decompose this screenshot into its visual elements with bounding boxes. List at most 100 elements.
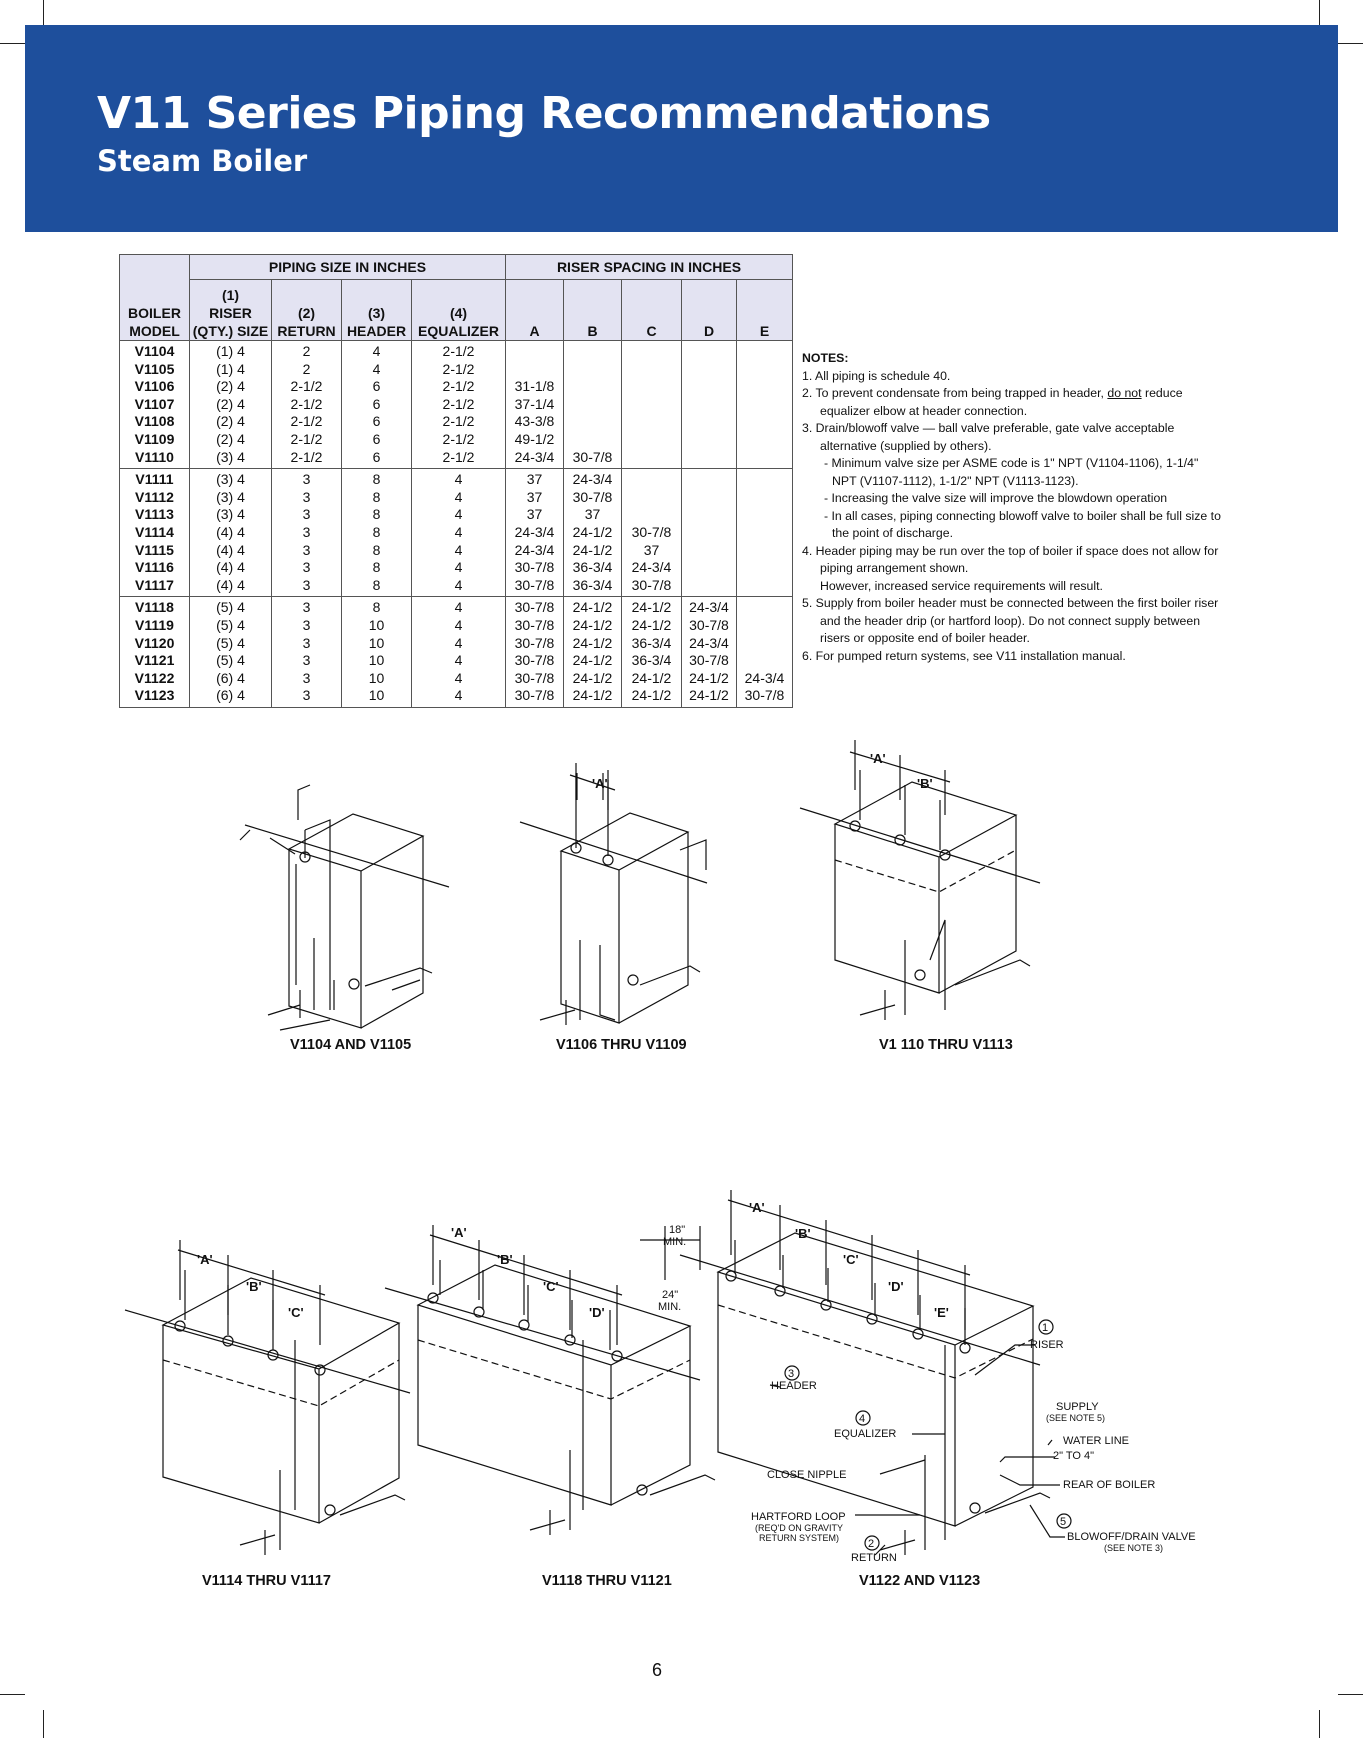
dim-a-label: 'A' bbox=[592, 776, 608, 791]
return-cell: 3 3 3 3 3 3 3 bbox=[271, 468, 342, 598]
return-cell: 2 2 2-1/2 2-1/2 2-1/2 2-1/2 2-1/2 bbox=[271, 339, 342, 470]
group-riser-header: RISER SPACING IN INCHES bbox=[505, 254, 793, 280]
diagram-caption: V1106 THRU V1109 bbox=[556, 1037, 687, 1053]
dim-b-label: 'B' bbox=[795, 1226, 811, 1241]
supply-note: (SEE NOTE 5) bbox=[1046, 1413, 1105, 1423]
header-cell: 8 10 10 10 10 10 bbox=[341, 596, 412, 708]
col-riser-header: (1) RISER (QTY.) SIZE bbox=[189, 279, 272, 341]
crop-mark bbox=[1338, 1694, 1363, 1695]
diagram-caption: V1104 AND V1105 bbox=[290, 1037, 412, 1053]
boiler-diagram-v1104 bbox=[239, 784, 450, 1031]
dim-e-label: 'E' bbox=[934, 1305, 949, 1320]
note-4: 4. Header piping may be run over the top… bbox=[802, 543, 1219, 576]
riser-cell: (1) 4 (1) 4 (2) 4 (2) 4 (2) 4 (2) 4 (3) … bbox=[189, 339, 272, 470]
diagram-caption: V1 110 THRU V1113 bbox=[879, 1037, 1013, 1053]
close-nipple-label: CLOSE NIPPLE bbox=[767, 1469, 846, 1481]
dimension-lines bbox=[177, 740, 971, 1345]
dim-d-label: 'D' bbox=[888, 1279, 904, 1294]
callout-2: 2 bbox=[868, 1538, 874, 1550]
supply-label: SUPPLY bbox=[1056, 1401, 1099, 1413]
col-header-header: (3) HEADER bbox=[341, 279, 412, 341]
note-2-text-end: reduce bbox=[1145, 386, 1183, 400]
riser-cell: (3) 4 (3) 4 (3) 4 (4) 4 (4) 4 (4) 4 (4) … bbox=[189, 468, 272, 598]
crop-mark bbox=[0, 43, 25, 44]
a-cell: 30-7/8 30-7/8 30-7/8 30-7/8 30-7/8 30-7/… bbox=[505, 596, 564, 708]
dim-b-label: 'B' bbox=[917, 776, 933, 791]
note-2: 2. To prevent condensate from being trap… bbox=[802, 385, 1222, 403]
model-cell: V1104 V1105 V1106 V1107 V1108 V1109 V111… bbox=[119, 339, 190, 470]
col-c-header: C bbox=[621, 279, 682, 341]
col-e-header: E bbox=[736, 279, 793, 341]
table-row-group: V1104 V1105 V1106 V1107 V1108 V1109 V111… bbox=[119, 339, 793, 470]
return-cell: 3 3 3 3 3 3 bbox=[271, 596, 342, 708]
crop-mark bbox=[1319, 1710, 1320, 1738]
boiler-diagram-v1110 bbox=[799, 770, 1041, 1020]
c-cell: 24-1/2 24-1/2 36-3/4 36-3/4 24-1/2 24-1/… bbox=[621, 596, 682, 708]
min-18-value: 18" bbox=[669, 1224, 685, 1236]
model-cell: V1111 V1112 V1113 V1114 V1115 V1116 V111… bbox=[119, 468, 190, 598]
crop-mark bbox=[0, 1694, 25, 1695]
table-row-group: V1118 V1119 V1120 V1121 V1122 V1123 (5) … bbox=[119, 596, 793, 708]
e-cell: 24-3/4 30-7/8 bbox=[736, 596, 793, 708]
dim-d-label: 'D' bbox=[589, 1305, 605, 1320]
diagram-caption: V1118 THRU V1121 bbox=[542, 1573, 672, 1589]
model-cell: V1118 V1119 V1120 V1121 V1122 V1123 bbox=[119, 596, 190, 708]
dim-c-label: 'C' bbox=[543, 1279, 559, 1294]
equalizer-cell: 4 4 4 4 4 4 bbox=[411, 596, 506, 708]
callout-5: 5 bbox=[1060, 1516, 1066, 1528]
note-2-continued: equalizer elbow at header connection. bbox=[820, 403, 1028, 418]
note-6: 6. For pumped return systems, see V11 in… bbox=[802, 648, 1126, 663]
callout-1: 1 bbox=[1042, 1322, 1048, 1334]
page-number: 6 bbox=[652, 1660, 663, 1680]
note-3-sub-c: - In all cases, piping connecting blowof… bbox=[824, 508, 1221, 541]
d-cell bbox=[681, 468, 737, 598]
b-cell: 24-3/4 30-7/8 37 24-1/2 24-1/2 36-3/4 36… bbox=[563, 468, 622, 598]
col-b-header: B bbox=[563, 279, 622, 341]
dim-a-label: 'A' bbox=[451, 1225, 467, 1240]
water-line-range: 2" TO 4" bbox=[1053, 1450, 1094, 1462]
dim-a-label: 'A' bbox=[870, 751, 886, 766]
boiler-diagram-v1122 bbox=[679, 1232, 1072, 1556]
min-24-value: 24" bbox=[662, 1289, 678, 1301]
b-cell: 30-7/8 bbox=[563, 339, 622, 470]
equalizer-cell: 2-1/2 2-1/2 2-1/2 2-1/2 2-1/2 2-1/2 2-1/… bbox=[411, 339, 506, 470]
col-a-header: A bbox=[505, 279, 564, 341]
col-return-header: (2) RETURN bbox=[271, 279, 342, 341]
note-4-continued: However, increased service requirements … bbox=[820, 578, 1103, 593]
d-cell: 24-3/4 30-7/8 24-3/4 30-7/8 24-1/2 24-1/… bbox=[681, 596, 737, 708]
c-cell: 30-7/8 37 24-3/4 30-7/8 bbox=[621, 468, 682, 598]
boiler-diagram-v1114 bbox=[124, 1270, 411, 1555]
page-title: V11 Series Piping Recommendations bbox=[97, 88, 991, 139]
blowoff-valve-note: (SEE NOTE 3) bbox=[1104, 1543, 1163, 1553]
notes-block: NOTES: 1. All piping is schedule 40. 2. … bbox=[802, 350, 1222, 665]
riser-label: RISER bbox=[1030, 1339, 1064, 1351]
header-cell: 8 8 8 8 8 8 8 bbox=[341, 468, 412, 598]
equalizer-cell: 4 4 4 4 4 4 4 bbox=[411, 468, 506, 598]
note-5: 5. Supply from boiler header must be con… bbox=[802, 596, 1219, 645]
e-cell bbox=[736, 468, 793, 598]
rear-of-boiler-label: REAR OF BOILER bbox=[1063, 1479, 1155, 1491]
piping-table: BOILER MODEL PIPING SIZE IN INCHES RISER… bbox=[119, 254, 793, 708]
table-row-group: V1111 V1112 V1113 V1114 V1115 V1116 V111… bbox=[119, 468, 793, 598]
boiler-diagram-v1106 bbox=[519, 773, 708, 1025]
crop-mark bbox=[1338, 43, 1363, 44]
note-3-sub-a: - Minimum valve size per ASME code is 1"… bbox=[824, 456, 1199, 488]
crop-mark bbox=[43, 1710, 44, 1738]
hartford-loop-note: (REQ'D ON GRAVITY bbox=[755, 1523, 843, 1533]
e-cell bbox=[736, 339, 793, 470]
blowoff-valve-label: BLOWOFF/DRAIN VALVE bbox=[1067, 1531, 1196, 1543]
notes-heading: NOTES: bbox=[802, 351, 849, 365]
hartford-loop-note: RETURN SYSTEM) bbox=[759, 1533, 839, 1543]
d-cell bbox=[681, 339, 737, 470]
col-d-header: D bbox=[681, 279, 737, 341]
col-model-header: BOILER MODEL bbox=[119, 254, 190, 341]
return-label: RETURN bbox=[851, 1552, 897, 1564]
crop-mark bbox=[43, 0, 44, 25]
diagram-caption: V1122 AND V1123 bbox=[859, 1573, 981, 1589]
col-equalizer-header: (4) EQUALIZER bbox=[411, 279, 506, 341]
note-2-text: 2. To prevent condensate from being trap… bbox=[802, 386, 1104, 400]
dim-b-label: 'B' bbox=[246, 1279, 262, 1294]
min-label: MIN. bbox=[663, 1236, 686, 1248]
water-line-label: WATER LINE bbox=[1063, 1435, 1129, 1447]
